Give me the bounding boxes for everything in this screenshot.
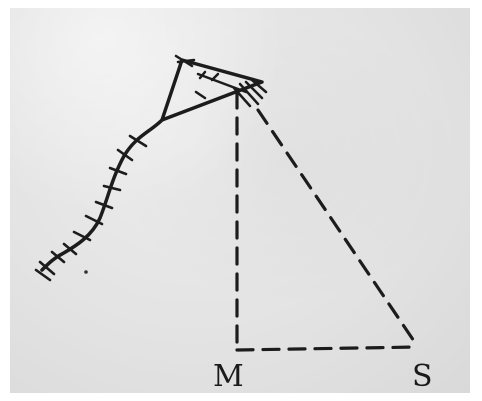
point-label-S: S xyxy=(412,359,433,394)
kite-inner-mark xyxy=(194,70,220,100)
paper-background xyxy=(10,8,470,393)
kite-string-ticks xyxy=(50,134,148,264)
kite-top-hatch xyxy=(174,54,196,68)
hypotenuse-dashed-line xyxy=(256,108,420,349)
horizontal-dashed-line-MS xyxy=(235,345,420,352)
kite-string xyxy=(34,118,164,282)
point-label-M: M xyxy=(213,359,244,394)
kite-string-end xyxy=(34,260,56,282)
dashed-triangle xyxy=(235,90,420,352)
kite-string-line xyxy=(40,118,164,272)
kite xyxy=(160,54,268,122)
pencil-dot xyxy=(84,270,88,274)
kite-body xyxy=(160,58,264,122)
kite-tip-hatch xyxy=(232,78,268,108)
kite-spine xyxy=(196,72,248,94)
